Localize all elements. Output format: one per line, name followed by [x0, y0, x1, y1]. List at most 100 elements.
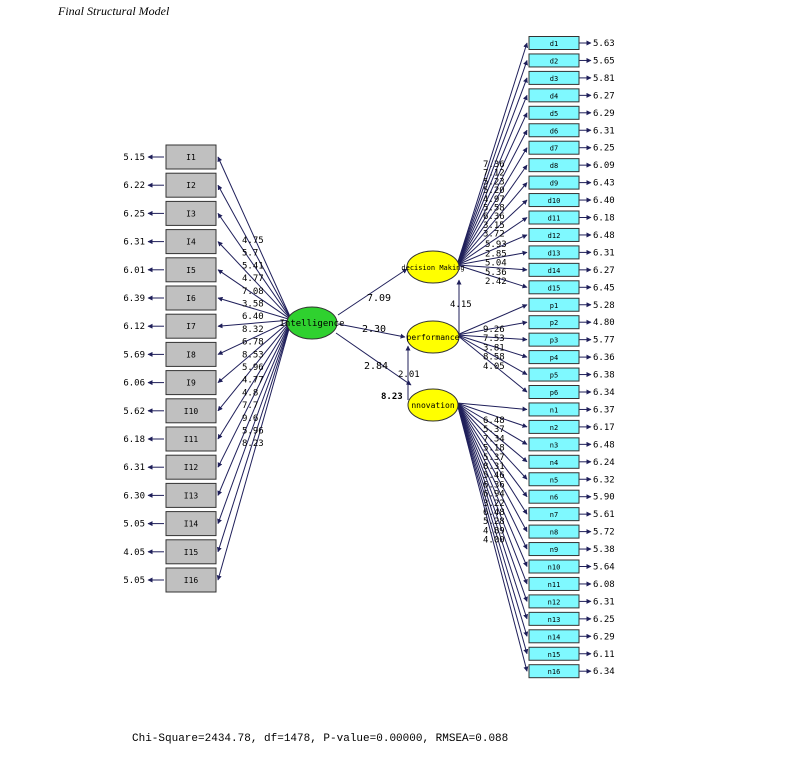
indicator-label-I16: I16: [184, 576, 199, 585]
error-value-p3: 5.77: [593, 336, 615, 346]
loading-value-I11: 5.96: [242, 363, 264, 373]
indicator-n11: [528, 576, 580, 591]
loading-line-I1: [217, 156, 291, 317]
indicator-label-I9: I9: [186, 379, 196, 388]
loading-value-p3: 3.81: [483, 343, 505, 353]
loading-line-d15: [456, 264, 528, 289]
error-value-d12: 6.48: [593, 231, 615, 241]
indicator-n2: [528, 419, 580, 434]
loading-value-p1: 9.26: [483, 325, 505, 335]
indicator-label-I11: I11: [184, 435, 199, 444]
indicator-label-n15: n15: [548, 651, 561, 659]
indicator-d15: [528, 280, 580, 295]
loading-line-p5: [456, 334, 528, 375]
indicator-label-d8: d8: [550, 162, 558, 170]
error-value-I12: 6.31: [123, 463, 145, 473]
path-value-int-innovation: 2.84: [364, 361, 388, 372]
indicator-label-n13: n13: [548, 616, 561, 624]
loading-line-n6: [456, 402, 528, 498]
path-value-innovation-performance: 2.01: [398, 370, 420, 380]
loading-line-n2: [456, 402, 528, 428]
error-value-I5: 6.01: [123, 266, 145, 276]
indicator-p3: [528, 332, 580, 347]
error-value-p5: 6.38: [593, 371, 615, 381]
error-value-I11: 6.18: [123, 435, 145, 445]
loading-line-d7: [456, 147, 528, 266]
indicator-d11: [528, 210, 580, 225]
indicator-I5: [165, 257, 217, 283]
error-value-n12: 6.31: [593, 597, 615, 607]
indicator-label-p5: p5: [550, 372, 558, 380]
indicator-label-p1: p1: [550, 302, 558, 310]
loading-value-d14: 3.15: [483, 221, 505, 231]
indicator-label-d2: d2: [550, 57, 558, 65]
indicator-I7: [165, 313, 217, 339]
path-int-decision: [337, 268, 408, 316]
indicator-d8: [528, 158, 580, 173]
error-value-d8: 6.09: [593, 161, 615, 171]
indicator-label-I1: I1: [186, 153, 196, 162]
indicator-p1: [528, 297, 580, 312]
indicator-n4: [528, 454, 580, 469]
indicator-d3: [528, 70, 580, 85]
loading-value-n7: 5.46: [483, 471, 505, 481]
loading-line-I8: [217, 320, 291, 355]
error-value-I9: 6.06: [123, 379, 145, 389]
indicator-n1: [528, 402, 580, 417]
indicator-label-d4: d4: [550, 92, 558, 100]
loading-line-n9: [456, 402, 528, 550]
loading-value-decision-extra-1: 2.85: [485, 249, 507, 259]
indicator-label-d15: d15: [548, 284, 561, 292]
indicator-n6: [528, 489, 580, 504]
indicator-I13: [165, 482, 217, 508]
indicator-d5: [528, 105, 580, 120]
loading-line-n14: [456, 402, 529, 637]
error-value-n3: 6.48: [593, 440, 615, 450]
indicator-label-n7: n7: [550, 511, 558, 519]
loading-line-I14: [217, 324, 291, 525]
loading-value-n1: 6.48: [483, 416, 505, 426]
indicator-d10: [528, 193, 580, 208]
indicator-label-p4: p4: [550, 354, 558, 362]
path-lines: [147, 40, 592, 674]
indicator-p2: [528, 315, 580, 330]
error-value-d7: 6.25: [593, 144, 615, 154]
loading-value-I15: 9.6: [242, 414, 258, 424]
loading-value-decision-extra-2: 5.04: [485, 259, 507, 269]
coefficient-labels: 5.154.756.225.76.255.416.314.776.017.086…: [123, 39, 614, 677]
loading-line-d6: [456, 129, 528, 266]
loading-value-extra: 8.23: [242, 439, 264, 449]
loading-line-n3: [456, 402, 528, 445]
indicator-label-d1: d1: [550, 40, 558, 48]
error-value-n16: 6.34: [593, 667, 615, 677]
latent-performance: [406, 320, 460, 354]
path-value-int-decision: 7.09: [367, 293, 391, 304]
indicator-I15: [165, 539, 217, 565]
error-value-n5: 6.32: [593, 475, 615, 485]
error-value-p4: 6.36: [593, 353, 615, 363]
indicator-label-p6: p6: [550, 389, 558, 397]
loading-value-n14: 4.00: [483, 536, 505, 546]
error-value-n9: 5.38: [593, 545, 615, 555]
loading-line-d14: [456, 264, 528, 273]
indicator-label-n5: n5: [550, 476, 558, 484]
indicator-n9: [528, 542, 580, 557]
error-value-n4: 6.24: [593, 458, 615, 468]
path-int-performance: [337, 323, 406, 339]
error-value-d10: 6.40: [593, 196, 615, 206]
indicator-label-d14: d14: [548, 267, 561, 275]
indicator-label-n2: n2: [550, 424, 558, 432]
path-value-innovation-extra: 8.23: [381, 392, 403, 402]
indicator-d9: [528, 175, 580, 190]
loading-value-decision-extra-4: 2.42: [485, 277, 507, 287]
loading-line-I6: [217, 296, 291, 320]
loading-line-n1: [456, 402, 528, 412]
indicator-n13: [528, 611, 580, 626]
loading-value-n6: 8.31: [483, 462, 505, 472]
indicator-label-n3: n3: [550, 441, 558, 449]
loading-line-n15: [456, 402, 529, 655]
error-value-p1: 5.28: [593, 301, 615, 311]
path-int-innovation: [335, 332, 412, 386]
loading-value-decision-extra-3: 5.36: [485, 268, 507, 278]
loading-value-n13: 4.89: [483, 526, 505, 536]
